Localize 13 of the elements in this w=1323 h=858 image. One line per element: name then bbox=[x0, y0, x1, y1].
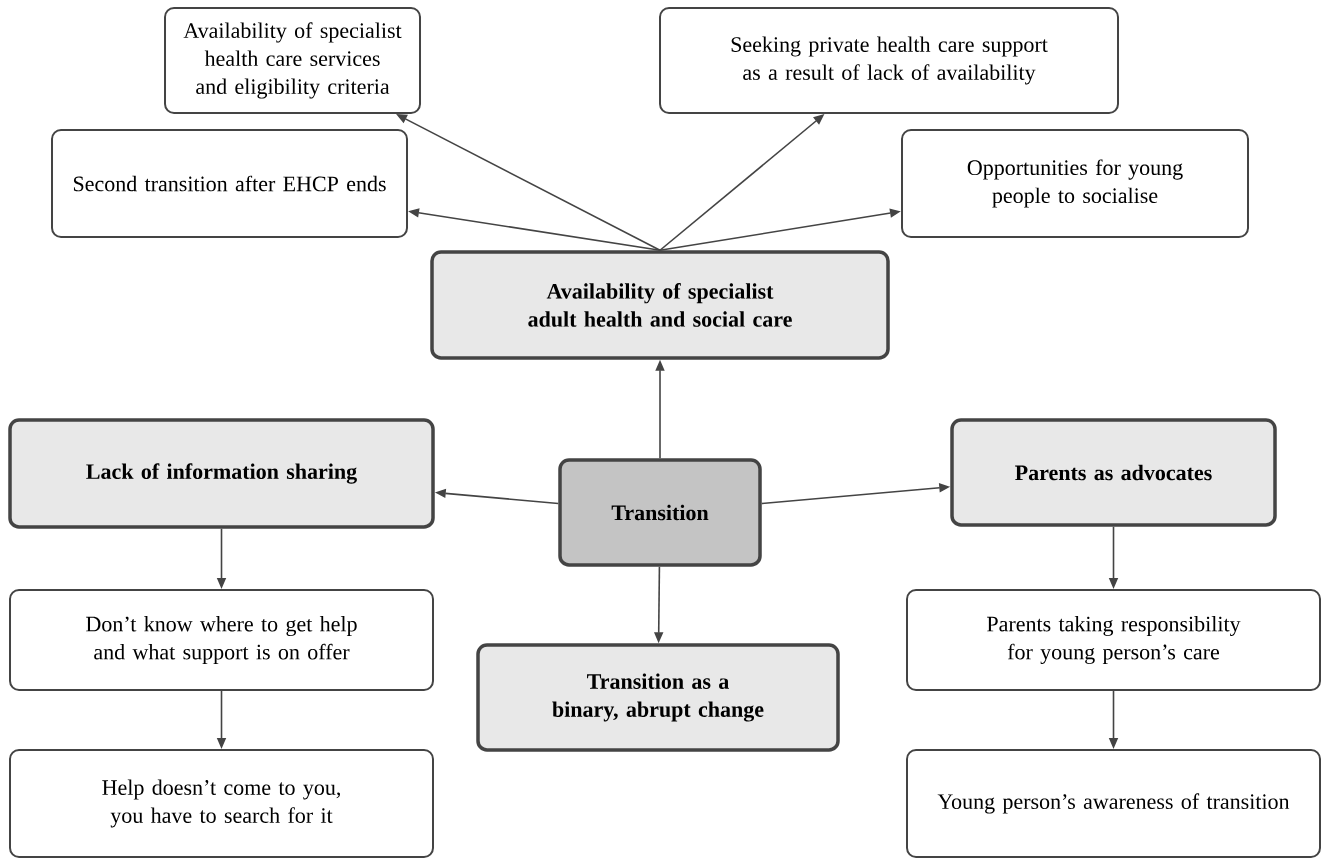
theme-box: Parents as advocates bbox=[950, 418, 1277, 527]
subtheme-box: Help doesn’t come to you, you have to search for it bbox=[9, 749, 434, 858]
subtheme-box: Opportunities for young people to socialise bbox=[901, 129, 1249, 238]
subtheme-box: Parents taking responsibility for young person’s care bbox=[906, 589, 1321, 691]
subtheme-box: Availability of specialist health care services and eligibility criteria bbox=[164, 7, 421, 114]
subtheme-box: Young person’s awareness of transition bbox=[906, 749, 1321, 858]
theme-box: Lack of information sharing bbox=[8, 418, 435, 529]
subtheme-box: Second transition after EHCP ends bbox=[51, 129, 408, 238]
subtheme-box: Seeking private health care support as a result of lack of availability bbox=[659, 7, 1119, 114]
theme-box: Transition as a binary, abrupt change bbox=[476, 643, 840, 752]
central-box: Transition bbox=[558, 458, 762, 567]
theme-box: Availability of specialist adult health and social care bbox=[430, 250, 890, 360]
subtheme-box: Don’t know where to get help and what support is on offer bbox=[9, 589, 434, 691]
